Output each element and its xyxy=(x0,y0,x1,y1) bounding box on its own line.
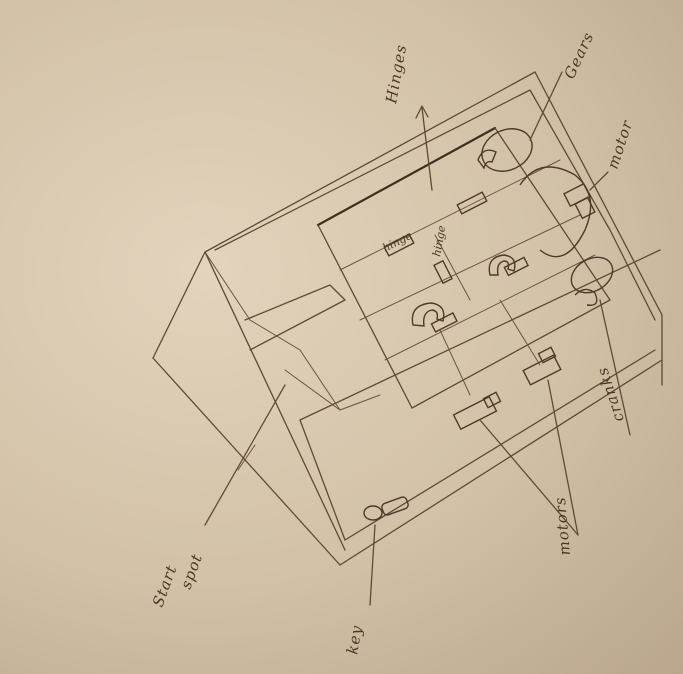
hinges-arrow-shaft xyxy=(422,108,432,190)
box-left-face-inner xyxy=(205,252,340,410)
key-ring xyxy=(364,506,382,520)
motor-top-shaft xyxy=(575,198,595,219)
start-spot-leader xyxy=(205,385,285,525)
label-motor: motor xyxy=(604,118,637,172)
key-leader xyxy=(370,525,375,605)
gear-loop-top xyxy=(475,121,539,179)
box-top-rim xyxy=(215,90,655,320)
label-hinge-small-2: hinge xyxy=(430,224,448,258)
motor-top xyxy=(564,172,608,218)
platform-bar-2 xyxy=(360,215,580,320)
key-blade xyxy=(381,496,410,516)
label-cranks: cranks xyxy=(593,365,628,425)
crank-middle xyxy=(489,255,515,275)
hinge-middle xyxy=(434,261,452,283)
hinge-top xyxy=(457,192,486,214)
start-spot-tick xyxy=(238,445,255,470)
motor-bottom-left-cap xyxy=(483,392,500,407)
platform-left-edge xyxy=(318,225,412,408)
label-hinges: Hinges xyxy=(382,43,410,106)
gear-loop-right xyxy=(565,250,619,300)
gears-leader xyxy=(530,72,562,140)
box-interior-step xyxy=(245,285,345,350)
box-front-vertical xyxy=(300,420,345,540)
label-motors: motors xyxy=(551,496,574,557)
box-outline xyxy=(153,72,662,565)
key-part xyxy=(364,496,409,605)
box-left-ridge xyxy=(153,72,535,358)
platform-bottom-edge xyxy=(412,300,610,408)
crank-left xyxy=(412,303,443,326)
motor-bottom-left xyxy=(454,397,497,429)
label-key: key xyxy=(343,624,366,656)
box-interior-step-2 xyxy=(285,370,380,410)
start-spot-leaders xyxy=(205,385,285,525)
label-start-spot-line2: spot xyxy=(177,551,206,591)
label-gears: Gears xyxy=(560,29,597,82)
box-front-face-line xyxy=(205,252,345,550)
